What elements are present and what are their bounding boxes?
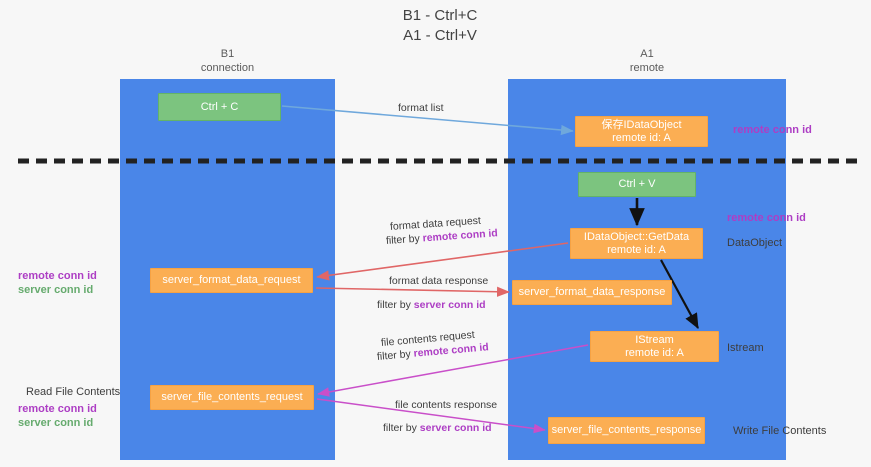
node-idataobject-getdata-label: IDataObject::GetData — [583, 230, 690, 243]
annotation-left-remote-conn-id-bottom: remote conn id — [18, 403, 97, 415]
node-idataobject-getdata-sublabel: remote id: A — [607, 243, 666, 256]
lane-title-a1-sub: remote — [629, 62, 665, 74]
filter-prefix: filter by — [377, 299, 414, 311]
node-istream-label: IStream — [635, 333, 674, 346]
annotation-right-remote-conn-id-mid: remote conn id — [727, 212, 806, 224]
node-server-file-contents-request-label: server_file_contents_request — [161, 391, 303, 403]
lane-title-b1-name: B1 — [220, 48, 235, 60]
node-save-idataobject-sublabel: remote id: A — [612, 131, 671, 144]
node-server-file-contents-response[interactable]: server_file_contents_response — [548, 417, 705, 444]
annotation-left-server-conn-id-top: server conn id — [18, 284, 94, 296]
edge-label-format-data-response: format data response — [389, 275, 489, 287]
filter-prefix: filter by — [376, 347, 415, 363]
filter-key-remote-conn-id: remote conn id — [422, 227, 499, 245]
annotation-right-dataobject: DataObject — [727, 237, 783, 249]
filter-prefix: filter by — [385, 232, 424, 247]
node-server-file-contents-request[interactable]: server_file_contents_request — [150, 385, 314, 410]
node-server-file-contents-response-label: server_file_contents_response — [551, 424, 702, 436]
edge-format-data-response — [315, 286, 510, 297]
annotation-left-server-conn-id-bottom: server conn id — [18, 417, 94, 429]
node-ctrl-v-label: Ctrl + V — [618, 178, 656, 190]
filter-key-server-conn-id: server conn id — [413, 299, 486, 311]
annotation-left-remote-conn-id-top: remote conn id — [18, 270, 97, 282]
node-istream-sublabel: remote id: A — [625, 346, 684, 359]
node-server-format-data-response[interactable]: server_format_data_response — [512, 280, 672, 305]
node-save-idataobject[interactable]: 保存IDataObject remote id: A — [575, 116, 708, 147]
node-idataobject-getdata[interactable]: IDataObject::GetData remote id: A — [570, 228, 703, 259]
lane-title-b1-sub: connection — [200, 62, 255, 74]
edge-label-file-contents-response-filter: filter by server conn id — [383, 421, 492, 435]
node-ctrl-c-label: Ctrl + C — [200, 100, 239, 113]
annotation-right-write-file-contents: Write File Contents — [733, 425, 827, 437]
node-server-format-data-request-label: server_format_data_request — [162, 274, 301, 286]
diagram-title: B1 - Ctrl+C A1 - Ctrl+V — [402, 7, 478, 44]
lane-title-a1: A1 remote — [508, 47, 786, 75]
annotation-left-read-file-contents: Read File Contents — [26, 386, 121, 398]
annotation-right-remote-conn-id-top: remote conn id — [733, 124, 812, 136]
node-ctrl-v[interactable]: Ctrl + V — [578, 172, 696, 197]
node-save-idataobject-label: 保存IDataObject — [601, 118, 682, 131]
edge-label-format-list: format list — [398, 102, 444, 114]
node-ctrl-c[interactable]: Ctrl + C — [158, 93, 281, 121]
node-istream[interactable]: IStream remote id: A — [590, 331, 719, 362]
annotation-right-istream: Istream — [727, 342, 764, 354]
edge-label-file-contents-response: file contents response — [395, 399, 498, 411]
lane-title-b1: B1 connection — [120, 47, 335, 75]
filter-key-server-conn-id: server conn id — [419, 422, 492, 434]
node-server-format-data-request[interactable]: server_format_data_request — [150, 268, 313, 293]
filter-prefix: filter by — [383, 422, 420, 434]
edge-label-format-data-response-filter: filter by server conn id — [377, 298, 486, 312]
lane-title-a1-name: A1 — [640, 48, 654, 60]
node-server-format-data-response-label: server_format_data_response — [518, 286, 666, 298]
